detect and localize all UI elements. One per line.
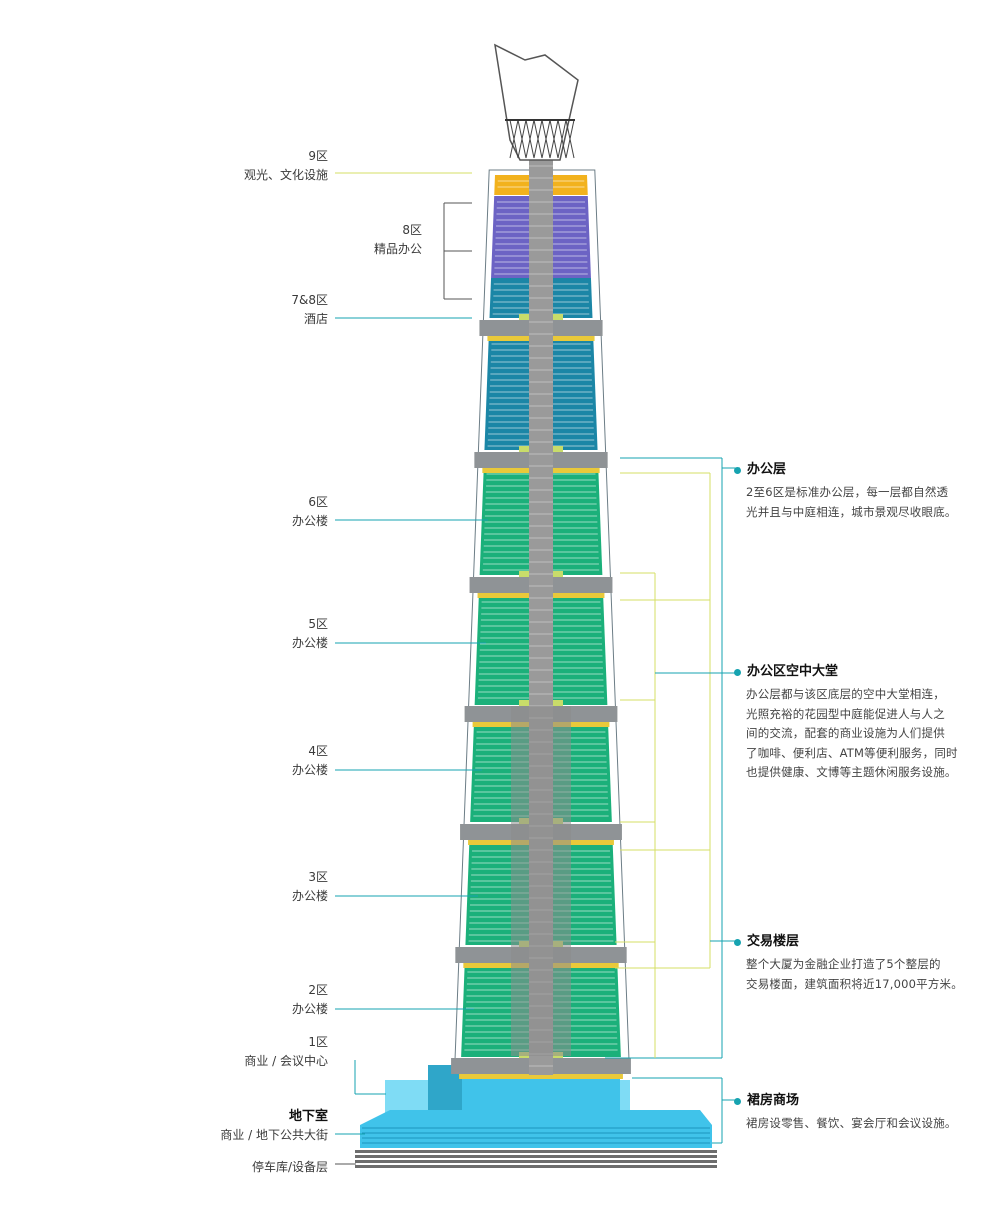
lower-core-shaft	[511, 706, 571, 1056]
info-sky-lobby-line: 光照充裕的花园型中庭能促进人与人之	[746, 706, 945, 721]
podium-base	[360, 1110, 712, 1148]
zone-7-8-desc: 酒店	[303, 312, 328, 326]
bullet-dot-icon	[734, 668, 741, 676]
zone-label-8: 8区 精品办公	[374, 221, 422, 259]
zone-9-desc: 观光、文化设施	[243, 168, 328, 182]
tower-core-layer	[511, 160, 571, 1075]
bullet-dot-icon	[734, 938, 741, 946]
crown-truss	[517, 119, 527, 159]
zone-label-4: 4区 办公楼	[292, 742, 328, 780]
tower-crown-layer	[494, 43, 579, 161]
info-sky-lobby-line: 办公层都与该区底层的空中大堂相连，	[746, 687, 945, 701]
zone-4-desc: 办公楼	[291, 763, 328, 777]
zone-label-7-8: 7&8区 酒店	[291, 291, 328, 329]
info-podium-line: 裙房设零售、餐饮、宴会厅和会议设施。	[746, 1116, 957, 1130]
bullet-dot-icon	[734, 1097, 741, 1105]
info-office-line: 2至6区是标准办公层，每一层都自然透	[746, 485, 949, 499]
podium-layer	[355, 1065, 717, 1168]
zone-1-name: 1区	[308, 1035, 328, 1049]
zone-label-parking: 停车库/设备层	[252, 1158, 328, 1177]
zone-label-basement: 地下室 商业 / 地下公共大街	[220, 1107, 328, 1145]
zone-7-8-name: 7&8区	[291, 293, 328, 307]
parking-level	[355, 1160, 717, 1163]
zone-6-name: 6区	[308, 495, 328, 509]
parking-desc: 停车库/设备层	[251, 1160, 328, 1174]
crown-truss	[565, 119, 575, 159]
zone-1-desc: 商业 / 会议中心	[244, 1054, 328, 1068]
zone-label-3: 3区 办公楼	[292, 868, 328, 906]
crown-truss	[541, 119, 551, 159]
info-office-line: 光并且与中庭相连，城市景观尽收眼底。	[746, 504, 957, 519]
crown-truss	[557, 119, 567, 159]
zone-2-desc: 办公楼	[291, 1002, 328, 1016]
zone-label-5: 5区 办公楼	[292, 615, 328, 653]
info-podium-title: 裙房商场	[747, 1093, 800, 1108]
basement-desc: 商业 / 地下公共大街	[220, 1128, 328, 1142]
basement-name: 地下室	[288, 1109, 328, 1124]
zone-2-name: 2区	[308, 983, 328, 997]
zone-label-6: 6区 办公楼	[292, 493, 328, 531]
parking-level	[355, 1155, 717, 1158]
trading-floor-strip	[459, 1074, 623, 1079]
info-trading-line: 整个大厦为金融企业打造了5个整层的	[746, 957, 941, 971]
zone-label-1: 1区 商业 / 会议中心	[244, 1033, 328, 1071]
info-podium-mall: 裙房商场 裙房设零售、餐饮、宴会厅和会议设施。	[734, 1092, 986, 1134]
info-sky-lobby-title: 办公区空中大堂	[747, 664, 839, 679]
info-trading-floors: 交易楼层 整个大厦为金融企业打造了5个整层的 交易楼面，建筑面积将近17,000…	[734, 933, 986, 994]
info-trading-line: 交易楼面，建筑面积将近17,000平方米。	[746, 976, 963, 991]
zone-label-9: 9区 观光、文化设施	[244, 147, 328, 185]
zone-3-name: 3区	[308, 870, 328, 884]
bullet-dot-icon	[734, 466, 741, 474]
info-sky-lobby-line: 间的交流，配套的商业设施为人们提供	[746, 726, 945, 740]
info-sky-lobby: 办公区空中大堂 办公层都与该区底层的空中大堂相连， 光照充裕的花园型中庭能促进人…	[734, 663, 986, 783]
zone-8-desc: 精品办公	[373, 242, 422, 256]
zone-4-name: 4区	[308, 744, 328, 758]
zone-label-2: 2区 办公楼	[292, 981, 328, 1019]
zone-3-desc: 办公楼	[291, 889, 328, 903]
parking-level	[355, 1150, 717, 1153]
info-office-title: 办公层	[747, 462, 787, 477]
info-sky-lobby-line: 了咖啡、便利店、ATM等便利服务，同时	[746, 745, 958, 760]
info-sky-lobby-line: 也提供健康、文博等主题休闲服务设施。	[746, 765, 957, 779]
parking-level	[355, 1165, 717, 1168]
zone-5-name: 5区	[308, 617, 328, 631]
zone-9-name: 9区	[308, 149, 328, 163]
zone-5-desc: 办公楼	[291, 636, 328, 650]
crown-truss	[549, 119, 559, 159]
crown-frame	[494, 43, 579, 161]
crown-truss	[525, 119, 535, 159]
info-trading-title: 交易楼层	[747, 934, 800, 949]
crown-truss	[509, 119, 519, 159]
crown-truss	[533, 119, 543, 159]
zone-6-desc: 办公楼	[291, 514, 328, 528]
zone-8-name: 8区	[402, 223, 422, 237]
leader-lines-layer	[335, 172, 740, 1165]
info-office-floors: 办公层 2至6区是标准办公层，每一层都自然透 光并且与中庭相连，城市景观尽收眼底…	[734, 461, 986, 522]
